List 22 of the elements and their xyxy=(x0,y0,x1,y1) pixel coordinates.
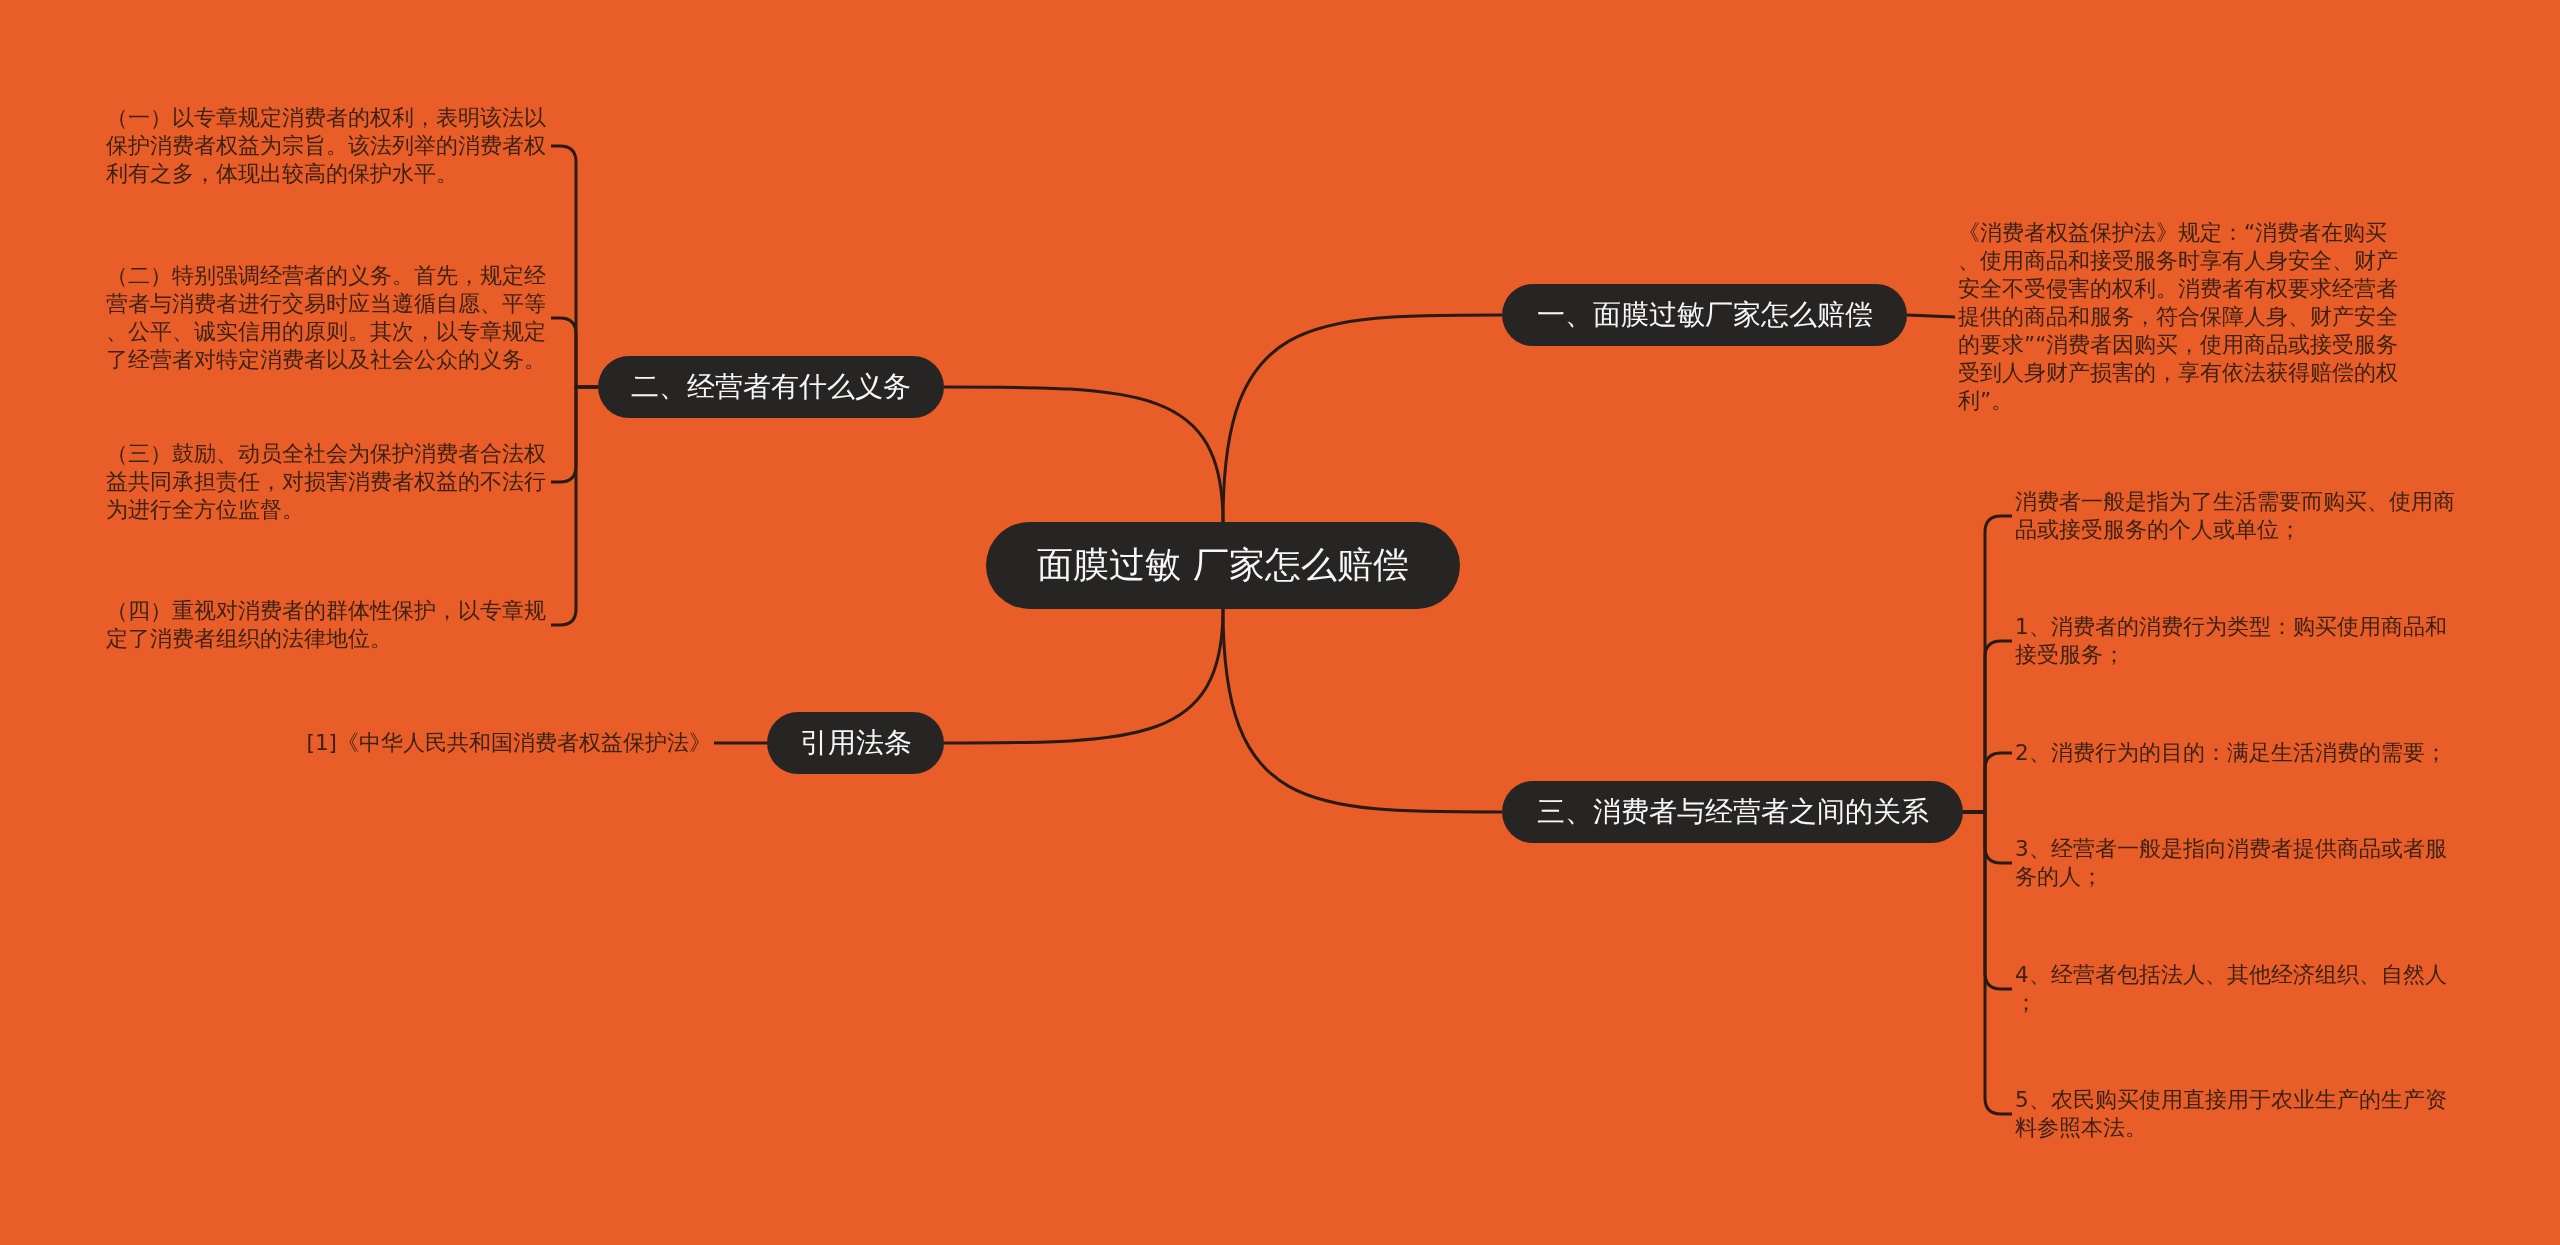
connector-line xyxy=(714,741,767,745)
central-topic: 面膜过敏 厂家怎么赔偿 xyxy=(986,522,1460,609)
note-text: （三）鼓励、动员全社会为保护消费者合法权益共同承担责任，对损害消费者权益的不法行为进行全方位监督。 xyxy=(103,440,551,524)
connector-line xyxy=(944,608,1225,745)
note-text: 4、经营者包括法人、其他经济组织、自然人； xyxy=(2012,961,2460,1017)
note-text: 5、农民购买使用直接用于农业生产的生产资料参照本法。 xyxy=(2012,1086,2460,1142)
note-text: （一）以专章规定消费者的权利，表明该法以保护消费者权益为宗旨。该法列举的消费者权利有之多，体现出较高的保护水平。 xyxy=(103,104,551,188)
connector-line xyxy=(944,385,1225,523)
topic-node: 引用法条 xyxy=(767,712,944,774)
topic-node: 三、消费者与经营者之间的关系 xyxy=(1502,781,1963,843)
note-text: 3、经营者一般是指向消费者提供商品或者服务的人； xyxy=(2012,835,2460,891)
topic-node: 二、经营者有什么义务 xyxy=(598,356,944,418)
connector-line xyxy=(1221,608,1502,814)
note-text: 1、消费者的消费行为类型：购买使用商品和接受服务； xyxy=(2012,613,2460,669)
topic-node: 一、面膜过敏厂家怎么赔偿 xyxy=(1502,284,1907,346)
note-text: 2、消费行为的目的：满足生活消费的需要； xyxy=(2012,739,2460,767)
note-text: 消费者一般是指为了生活需要而购买、使用商品或接受服务的个人或单位； xyxy=(2012,488,2460,544)
note-text: （四）重视对消费者的群体性保护，以专章规定了消费者组织的法律地位。 xyxy=(103,597,551,653)
citation-text: [1]《中华人民共和国消费者权益保护法》 xyxy=(300,729,714,757)
note-text: 《消费者权益保护法》规定：“消费者在购买、使用商品和接受服务时享有人身安全、财产安全不受侵害的权利。消费者有权要求经营者提供的商品和服务，符合保障人身、财产安全的要求”“消费者因购买，使用商品或接受服务受到人身财产损害的，享有依法获得赔偿的权利”。 xyxy=(1955,219,2403,415)
note-text: （二）特别强调经营者的义务。首先，规定经营者与消费者进行交易时应当遵循自愿、平等、公平、诚实信用的原则。其次，以专章规定了经营者对特定消费者以及社会公众的义务。 xyxy=(103,262,551,374)
connector-line xyxy=(1906,313,1956,319)
